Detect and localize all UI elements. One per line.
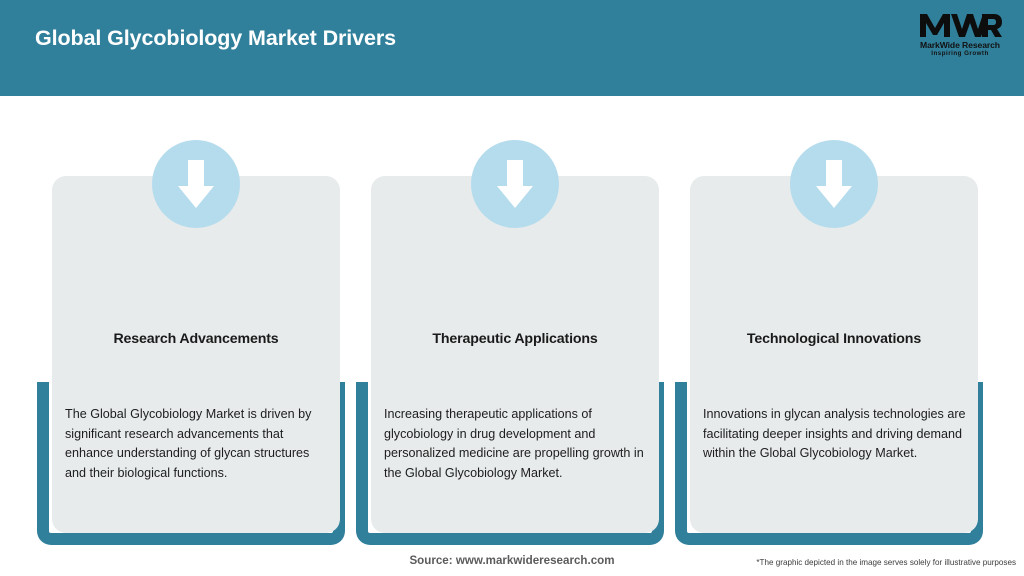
card-body-text: The Global Glycobiology Market is driven… [65, 407, 312, 480]
company-logo: MarkWide Research Inspiring Growth [910, 10, 1010, 66]
card-title: Therapeutic Applications [432, 331, 598, 347]
mwr-logo-icon [920, 14, 1002, 37]
down-arrow-icon [790, 140, 878, 228]
driver-card-2: Therapeutic Applications Increasing ther… [356, 96, 674, 546]
header-bar: Global Glycobiology Market Drivers MarkW… [0, 0, 1024, 96]
disclaimer-label: *The graphic depicted in the image serve… [756, 558, 1016, 567]
down-arrow-icon [152, 140, 240, 228]
down-arrow-glyph [816, 160, 852, 208]
card-surface: Technological Innovations Innovations in… [690, 176, 978, 533]
card-body-text: Increasing therapeutic applications of g… [384, 407, 644, 480]
down-arrow-icon [471, 140, 559, 228]
driver-card-1: Research Advancements The Global Glycobi… [37, 96, 355, 546]
page-title: Global Glycobiology Market Drivers [35, 26, 397, 50]
down-arrow-glyph [497, 160, 533, 208]
logo-company-name: MarkWide Research [920, 40, 1000, 50]
card-title: Research Advancements [113, 331, 279, 347]
card-body-text: Innovations in glycan analysis technolog… [703, 407, 966, 461]
card-surface: Therapeutic Applications Increasing ther… [371, 176, 659, 533]
down-arrow-glyph [178, 160, 214, 208]
drivers-card-row: Research Advancements The Global Glycobi… [0, 96, 1024, 546]
card-surface: Research Advancements The Global Glycobi… [52, 176, 340, 533]
logo-tagline: Inspiring Growth [931, 50, 989, 57]
card-title: Technological Innovations [746, 331, 922, 347]
driver-card-3: Technological Innovations Innovations in… [675, 96, 993, 546]
source-label: Source: www.markwideresearch.com [409, 554, 615, 567]
